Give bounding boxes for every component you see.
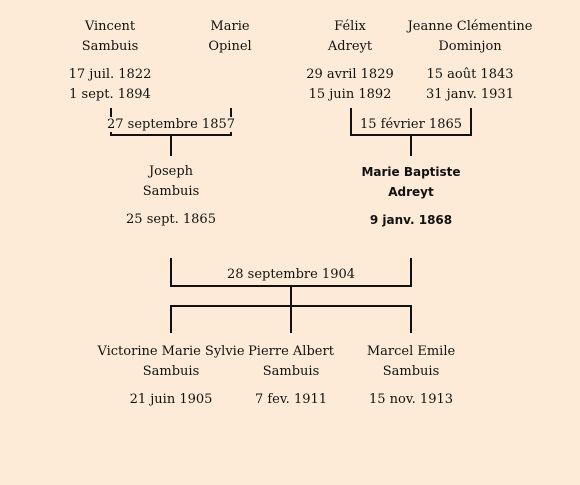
child-1: Victorine Marie Sylvie Sambuis: [96, 342, 246, 382]
child-3-last: Sambuis: [382, 364, 440, 379]
child-2-birth: 7 fev. 1911: [254, 392, 328, 407]
grandparent-1-death: 1 sept. 1894: [69, 87, 151, 102]
child-2-first: Pierre Albert: [248, 344, 334, 359]
grandparent-1-first: Vincent: [84, 19, 136, 34]
grandparent-4-death: 31 janv. 1931: [426, 87, 514, 102]
child-1-last: Sambuis: [142, 364, 200, 379]
grandparent-4: Jeanne Clémentine Dominjon: [395, 17, 545, 57]
father-last: Sambuis: [142, 184, 200, 199]
grandparent-4-first: Jeanne Clémentine: [407, 19, 533, 34]
child-1-birth: 21 juin 1905: [129, 392, 213, 407]
grandparent-3-dates: 29 avril 1829 15 juin 1892: [275, 65, 425, 105]
grandparent-1: Vincent Sambuis: [35, 17, 185, 57]
father-first: Joseph: [148, 164, 194, 179]
grandparent-4-last: Dominjon: [438, 39, 502, 54]
father: Joseph Sambuis: [96, 162, 246, 202]
paternal-marriage-label: 27 septembre 1857: [105, 117, 237, 132]
paternal-marriage-date: 27 septembre 1857: [105, 115, 237, 135]
child-3: Marcel Emile Sambuis: [336, 342, 486, 382]
grandparent-3-death: 15 juin 1892: [308, 87, 392, 102]
grandparent-2: Marie Opinel: [155, 17, 305, 57]
grandparent-3: Félix Adreyt: [275, 17, 425, 57]
grandparent-4-birth: 15 août 1843: [426, 67, 514, 82]
child-1-first: Victorine Marie Sylvie: [97, 344, 245, 359]
grandparent-2-first: Marie: [210, 19, 250, 34]
grandparent-3-last: Adreyt: [327, 39, 373, 54]
grandparent-3-first: Félix: [334, 19, 366, 34]
child-3-first: Marcel Emile: [366, 344, 456, 359]
mother-first: Marie Baptiste: [361, 165, 461, 179]
child-2: Pierre Albert Sambuis: [216, 342, 366, 382]
parents-marriage-date: 28 septembre 1904: [225, 265, 357, 285]
maternal-marriage-date: 15 février 1865: [358, 115, 464, 135]
mother-birth: 9 janv. 1868: [369, 213, 453, 227]
grandparent-1-last: Sambuis: [81, 39, 139, 54]
parents-marriage-label: 28 septembre 1904: [225, 267, 357, 282]
grandparent-3-birth: 29 avril 1829: [306, 67, 394, 82]
mother-last: Adreyt: [388, 185, 434, 199]
grandparent-4-dates: 15 août 1843 31 janv. 1931: [395, 65, 545, 105]
grandparent-2-last: Opinel: [208, 39, 252, 54]
children-bar: [170, 305, 412, 333]
maternal-marriage-label: 15 février 1865: [358, 117, 464, 132]
grandparent-1-dates: 17 juil. 1822 1 sept. 1894: [35, 65, 185, 105]
child-3-birth: 15 nov. 1913: [368, 392, 454, 407]
child-2-last: Sambuis: [262, 364, 320, 379]
grandparent-1-birth: 17 juil. 1822: [68, 67, 152, 82]
father-birth: 25 sept. 1865: [126, 212, 216, 227]
mother: Marie Baptiste Adreyt: [336, 162, 486, 202]
